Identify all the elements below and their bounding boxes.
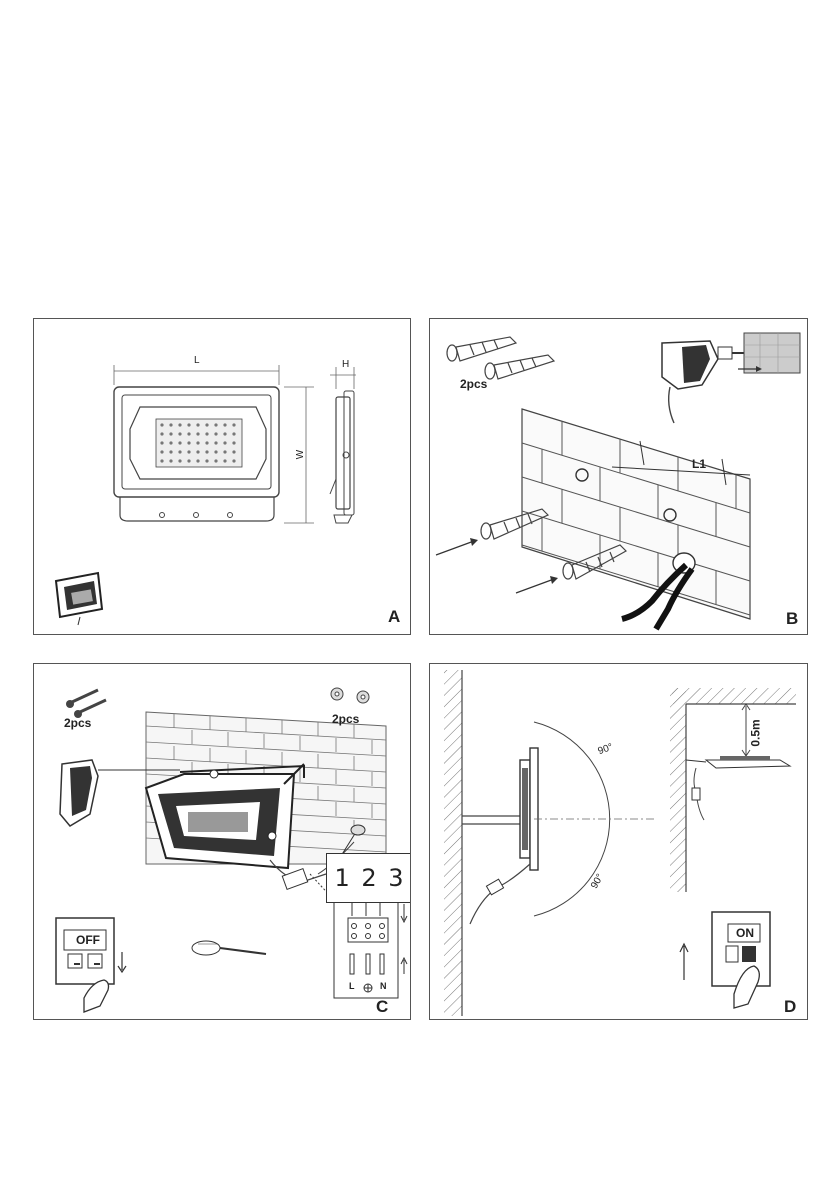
breaker-off-text: OFF	[76, 933, 100, 947]
installation-drawing	[430, 664, 808, 1020]
terminal-live-label: L	[349, 981, 355, 991]
spacing-dimension-label: L1	[692, 457, 706, 471]
washers-quantity-label: 2pcs	[332, 712, 359, 726]
washer-icon	[357, 691, 369, 703]
floodlight-ceiling	[686, 756, 790, 820]
dimension-height-label: H	[342, 359, 349, 370]
circuit-breaker-on	[680, 912, 770, 1008]
ceiling-clearance-label: 0.5m	[749, 719, 763, 746]
dimension-width-label: W	[295, 450, 306, 459]
screwdriver-icon	[192, 941, 266, 955]
panel-c-wiring: 2pcs 2pcs OFF L N 1 2 3 C	[33, 663, 411, 1020]
dimension-length-label: L	[194, 355, 200, 366]
plugs-quantity-label: 2pcs	[460, 377, 487, 391]
panel-a-label: A	[388, 607, 400, 627]
panel-b-wall-drilling: 2pcs L1 B	[429, 318, 808, 635]
panel-a-dimensions: L W H A	[33, 318, 411, 635]
washer-icon	[331, 688, 343, 700]
floodlight-side-view	[520, 748, 538, 870]
drill-icon	[662, 333, 800, 423]
floodlight-dimension-drawing	[34, 319, 411, 635]
panel-d-label: D	[784, 997, 796, 1017]
terminal-neutral-label: N	[380, 981, 387, 991]
panel-c-label: C	[376, 997, 388, 1017]
breaker-on-text: ON	[736, 926, 754, 940]
panel-d-installation: 90° 90° 0.5m ON D	[429, 663, 808, 1020]
screws-quantity-label: 2pcs	[64, 716, 91, 730]
wall-drilling-drawing	[430, 319, 808, 635]
panel-b-label: B	[786, 609, 798, 629]
wall-plug-icon	[447, 337, 516, 361]
floodlight-thumbnail	[56, 573, 102, 625]
wiring-steps-box: 1 2 3	[326, 853, 411, 903]
wall-plug-icon	[485, 355, 554, 379]
